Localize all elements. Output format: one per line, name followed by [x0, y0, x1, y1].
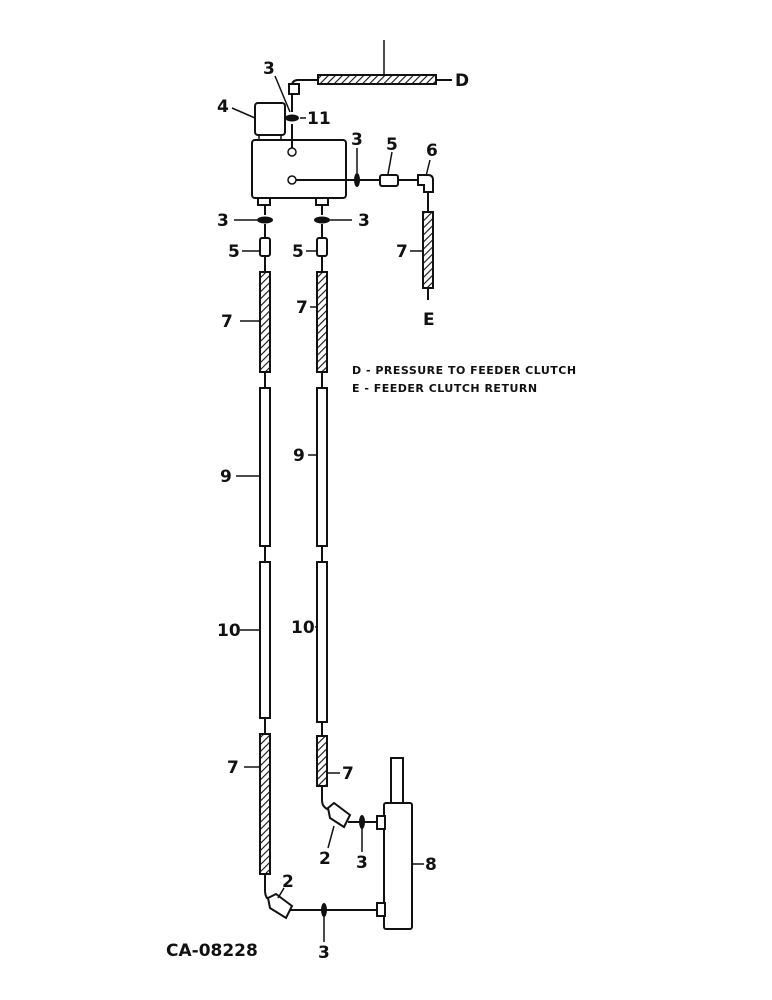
- legend-e: E - FEEDER CLUTCH RETURN: [352, 382, 538, 395]
- valve-block: [251, 139, 347, 199]
- hose-7-left-top: [259, 271, 271, 373]
- callout-5-side: 5: [386, 135, 398, 155]
- hose-7-right-bottom: [316, 735, 328, 787]
- callout-9-right: 9: [293, 446, 305, 466]
- callout-3-lower: 3: [318, 943, 330, 963]
- tube-9-right: [316, 387, 328, 547]
- callout-3-upper: 3: [356, 853, 368, 873]
- callout-3-right: 3: [358, 211, 370, 231]
- callout-4: 4: [217, 97, 229, 117]
- cylinder-rod: [390, 757, 404, 804]
- callout-2-upper: 2: [319, 849, 331, 869]
- callout-7-right-bottom: 7: [342, 764, 354, 784]
- hose-7-return: [422, 211, 434, 289]
- callout-5-left: 5: [228, 242, 240, 262]
- figure-code: CA-08228: [166, 941, 258, 961]
- callout-5-right: 5: [292, 242, 304, 262]
- adapter-5-side: [379, 174, 399, 187]
- elbow-6: [417, 174, 434, 193]
- o-ring-left: [257, 216, 273, 224]
- solenoid: [254, 102, 286, 136]
- adapter-5-left: [259, 237, 271, 257]
- legend-d: D - PRESSURE TO FEEDER CLUTCH: [352, 364, 577, 377]
- callout-6: 6: [426, 141, 438, 161]
- callout-E: E: [423, 310, 435, 330]
- callout-7-left-top: 7: [221, 312, 233, 332]
- tube-10-left: [259, 561, 271, 719]
- hose-to-d: [317, 74, 437, 85]
- o-ring-upper: [359, 815, 365, 829]
- callout-D: D: [455, 71, 469, 91]
- leader-lines: [231, 75, 431, 942]
- callout-7-right-top: 7: [296, 298, 308, 318]
- callout-9-left: 9: [220, 467, 232, 487]
- hose-7-left-bottom: [259, 733, 271, 875]
- callout-3-left: 3: [217, 211, 229, 231]
- o-ring-lower: [321, 903, 327, 917]
- valve-bottom-right-stub: [315, 197, 329, 206]
- callout-3-top: 3: [263, 59, 275, 79]
- hose-7-right-top: [316, 271, 328, 373]
- elbow-2-lower: [266, 892, 294, 920]
- callout-3-side: 3: [351, 130, 363, 150]
- callout-11: 11: [307, 109, 331, 129]
- tube-9-left: [259, 387, 271, 547]
- callout-7-left-bottom: 7: [227, 758, 239, 778]
- callout-10-left: 10: [217, 621, 241, 641]
- tube-10-right: [316, 561, 328, 723]
- o-ring-top: [285, 114, 299, 122]
- o-ring-right: [314, 216, 330, 224]
- valve-bottom-left-stub: [257, 197, 271, 206]
- callout-2-lower: 2: [282, 872, 294, 892]
- adapter-5-right: [316, 237, 328, 257]
- callout-7-return: 7: [396, 242, 408, 262]
- o-ring-side: [354, 173, 360, 187]
- callout-8: 8: [425, 855, 437, 875]
- callout-10-right: 10: [291, 618, 315, 638]
- elbow-2-upper: [326, 801, 352, 829]
- cylinder-8: [383, 802, 413, 930]
